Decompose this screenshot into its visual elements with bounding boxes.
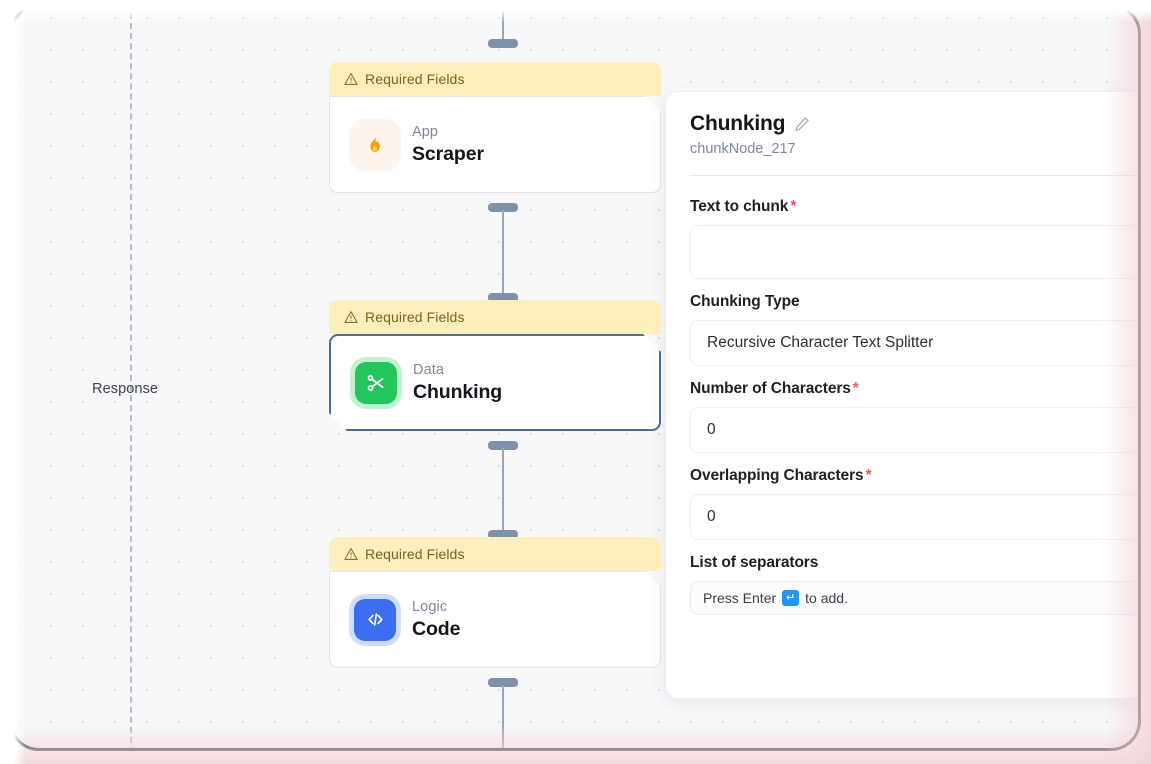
node-properties-panel[interactable]: Chunking chunkNode_217 Text to bbox=[665, 91, 1138, 699]
panel-subtitle: chunkNode_217 bbox=[690, 141, 796, 157]
field-label-text: List of separators bbox=[690, 554, 819, 571]
connector-line-bottom bbox=[502, 685, 504, 748]
enter-key-icon: ↵ bbox=[782, 590, 800, 606]
flame-glyph bbox=[364, 134, 386, 156]
node-card-scraper[interactable]: App Scraper bbox=[329, 96, 661, 193]
node-card-chunking[interactable]: Data Chunking bbox=[329, 334, 661, 431]
field-label: Text to chunk* bbox=[690, 198, 1138, 216]
field-label: Overlapping Characters* bbox=[690, 467, 1138, 485]
field-label-text: Overlapping Characters bbox=[690, 467, 864, 484]
list-of-separators-input[interactable]: Press Enter ↵ to add. bbox=[690, 581, 1138, 615]
node-badge-label: Required Fields bbox=[365, 546, 465, 562]
response-guide-line bbox=[130, 7, 132, 748]
field-label: List of separators bbox=[690, 554, 1138, 572]
code-brackets-icon bbox=[354, 599, 396, 641]
tag-hint-prefix: Press Enter bbox=[703, 590, 777, 606]
code-brackets-glyph bbox=[365, 609, 386, 630]
field-label-text: Number of Characters bbox=[690, 380, 851, 397]
field-text-to-chunk: Text to chunk* bbox=[690, 198, 1138, 279]
field-number-of-characters: Number of Characters* 0 bbox=[690, 380, 1138, 453]
node-badge-required-fields: Required Fields bbox=[329, 300, 661, 334]
node-title-label: Code bbox=[412, 617, 461, 640]
node-text-scraper: App Scraper bbox=[412, 124, 484, 166]
required-asterisk: * bbox=[852, 380, 859, 397]
field-overlapping-characters: Overlapping Characters* 0 bbox=[690, 467, 1138, 540]
node-card-code[interactable]: Logic Code bbox=[329, 571, 661, 668]
required-asterisk: * bbox=[865, 467, 872, 484]
node-title-label: Chunking bbox=[413, 380, 503, 403]
number-of-characters-input[interactable]: 0 bbox=[690, 407, 1138, 453]
field-chunking-type: Chunking Type Recursive Character Text S… bbox=[690, 293, 1138, 366]
node-kind-label: App bbox=[412, 123, 439, 140]
panel-header: Chunking chunkNode_217 bbox=[666, 92, 1138, 157]
connector-line-top bbox=[502, 7, 504, 41]
flow-node-scraper[interactable]: Required Fields App Scraper bbox=[329, 62, 661, 193]
response-label: Response bbox=[92, 381, 159, 397]
panel-title: Chunking bbox=[690, 112, 786, 135]
node-badge-required-fields: Required Fields bbox=[329, 62, 661, 96]
node-title-label: Scraper bbox=[412, 142, 484, 165]
flame-icon bbox=[354, 124, 396, 166]
node-badge-required-fields: Required Fields bbox=[329, 537, 661, 571]
overlapping-characters-input[interactable]: 0 bbox=[690, 494, 1138, 540]
connector-line-chunking-code bbox=[502, 448, 504, 532]
text-to-chunk-input[interactable] bbox=[690, 225, 1138, 279]
field-label: Chunking Type bbox=[690, 293, 1138, 311]
field-label-text: Chunking Type bbox=[690, 293, 800, 310]
warning-triangle-icon bbox=[344, 548, 358, 560]
panel-title-row: Chunking bbox=[690, 112, 1138, 136]
node-kind-label: Logic bbox=[412, 598, 448, 615]
node-text-chunking: Data Chunking bbox=[413, 362, 502, 404]
chunking-type-select[interactable]: Recursive Character Text Splitter bbox=[690, 320, 1138, 366]
node-badge-label: Required Fields bbox=[365, 71, 465, 87]
node-badge-label: Required Fields bbox=[365, 309, 465, 325]
node-text-code: Logic Code bbox=[412, 599, 460, 641]
required-asterisk: * bbox=[790, 198, 797, 215]
field-list-of-separators: List of separators Press Enter ↵ to add. bbox=[690, 554, 1138, 615]
flow-canvas[interactable]: Response Required Fields bbox=[9, 4, 1141, 751]
connector-line-scraper-chunking bbox=[502, 210, 504, 296]
node-kind-label: Data bbox=[413, 361, 445, 378]
warning-triangle-icon bbox=[344, 73, 358, 85]
field-label-text: Text to chunk bbox=[690, 198, 789, 215]
panel-body: Text to chunk* Chunking Type Recursive C… bbox=[666, 176, 1138, 615]
pencil-icon[interactable] bbox=[794, 116, 810, 132]
field-label: Number of Characters* bbox=[690, 380, 1138, 398]
flow-node-code[interactable]: Required Fields Logic Code bbox=[329, 537, 661, 668]
tag-hint-suffix: to add. bbox=[805, 590, 848, 606]
scissors-glyph bbox=[365, 372, 387, 394]
connector-handle-in-scraper[interactable] bbox=[488, 39, 518, 48]
scissors-icon bbox=[355, 362, 397, 404]
warning-triangle-icon bbox=[344, 311, 358, 323]
flow-node-chunking[interactable]: Required Fields Data Chunking bbox=[329, 300, 661, 431]
